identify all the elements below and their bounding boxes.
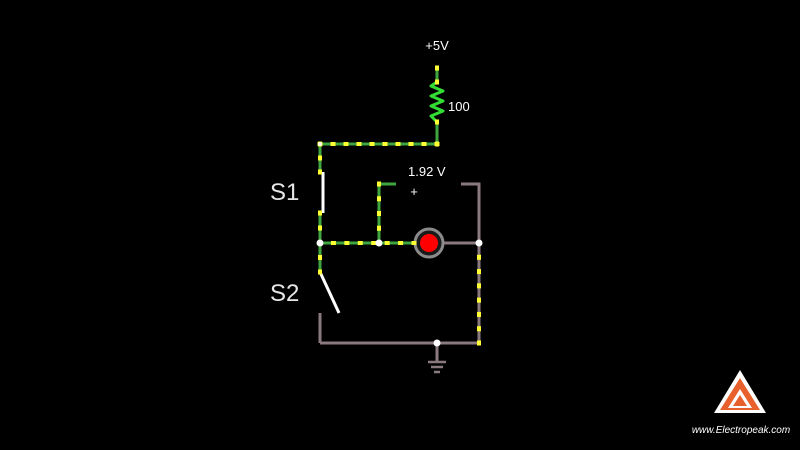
current-dot <box>477 254 481 260</box>
led[interactable] <box>413 227 445 259</box>
current-dot <box>477 311 481 317</box>
current-dot <box>377 196 381 202</box>
current-dot <box>318 255 322 260</box>
current-dot <box>377 181 381 187</box>
current-dot <box>318 169 322 175</box>
current-dot <box>330 142 336 146</box>
junction-node-right <box>475 239 483 247</box>
voltmeter-reading: 1.92 V <box>408 164 446 179</box>
ground-symbol <box>428 360 446 374</box>
switch-s2-label: S2 <box>270 280 299 307</box>
current-dot <box>377 211 381 216</box>
resistor-label: 100 <box>448 99 470 114</box>
resistor-symbol[interactable] <box>429 80 445 124</box>
current-dot <box>477 340 481 346</box>
current-dot <box>421 142 427 146</box>
current-dot <box>318 269 322 275</box>
current-dot <box>435 65 439 71</box>
current-dot <box>435 119 439 125</box>
junction-nodes <box>316 142 483 347</box>
current-dot <box>371 241 377 245</box>
current-dot <box>318 155 322 161</box>
current-dot <box>408 142 414 146</box>
voltmeter-plus-sign: + <box>410 184 418 199</box>
current-dot <box>330 241 336 245</box>
junction-node-voltmeter <box>375 239 383 247</box>
current-dot <box>356 142 362 146</box>
wire-voltmeter-plus <box>377 182 396 243</box>
current-dot <box>344 241 350 245</box>
supply-label: +5V <box>425 38 449 53</box>
current-dot <box>382 142 388 146</box>
current-dot <box>369 142 375 146</box>
logo-url: www.Electropeak.com <box>692 425 790 436</box>
current-dot <box>477 269 481 275</box>
current-dot <box>477 326 481 332</box>
wire-voltmeter-minus <box>461 182 481 243</box>
current-dot <box>477 283 481 289</box>
current-dot <box>395 142 401 146</box>
current-dot <box>318 210 322 216</box>
junction-node-ground <box>433 339 441 347</box>
switch-s2-lever[interactable] <box>318 271 341 314</box>
current-dot <box>384 241 390 245</box>
junction-node-s1-top <box>318 142 322 146</box>
electropeak-logo: www.Electropeak.com <box>692 370 790 436</box>
electropeak-triangle-logo-icon <box>714 370 766 413</box>
switch-s1-label: S1 <box>270 179 299 206</box>
current-dot <box>318 225 322 231</box>
current-dot <box>377 225 381 231</box>
current-dot <box>477 297 481 303</box>
current-dot <box>434 142 440 146</box>
junction-node-left <box>316 239 324 247</box>
current-dot <box>357 241 363 245</box>
current-dot <box>343 142 349 146</box>
current-dot <box>435 79 439 85</box>
current-dot <box>411 241 417 245</box>
current-dot <box>398 241 404 245</box>
